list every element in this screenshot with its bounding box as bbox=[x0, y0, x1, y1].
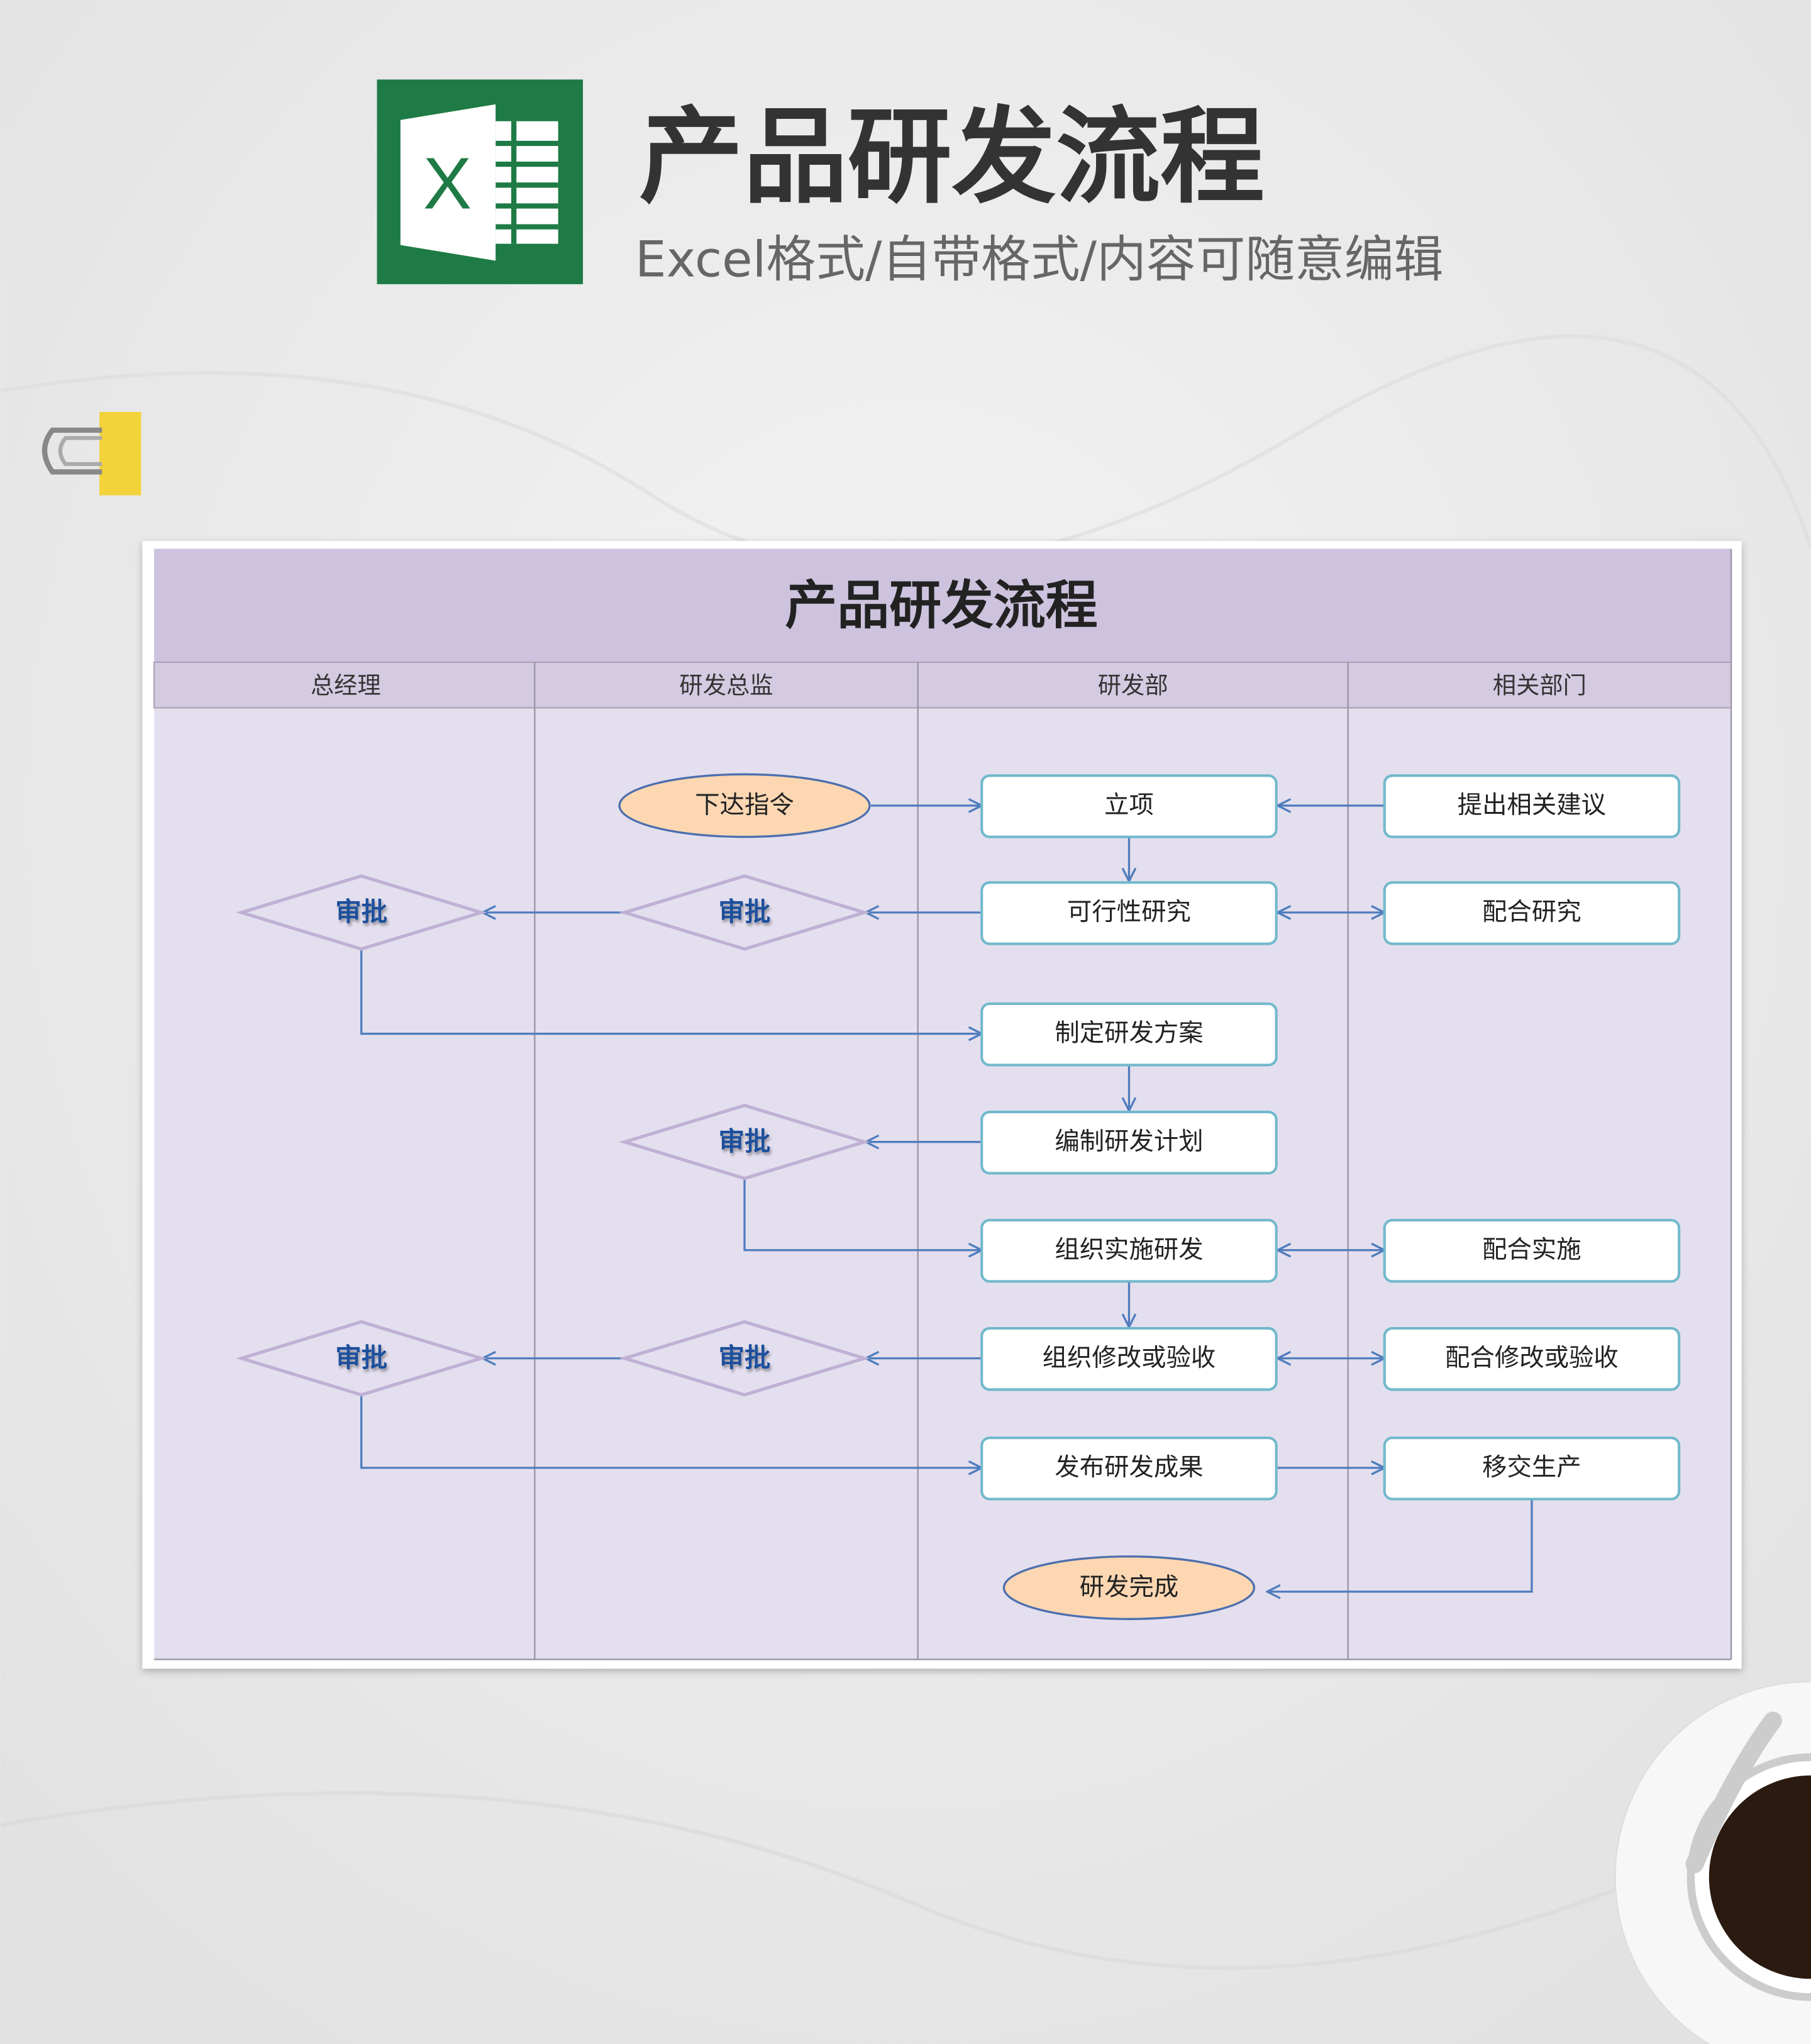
node-coop-revise[interactable]: 配合修改或验收 bbox=[1383, 1327, 1681, 1391]
svg-text:立项: 立项 bbox=[1104, 791, 1154, 819]
approve-diamond-director-3[interactable]: 审批 bbox=[619, 1320, 870, 1397]
approve-diamond-gm-2[interactable]: 审批 bbox=[236, 1320, 487, 1397]
node-publish[interactable]: 发布研发成果 bbox=[980, 1436, 1278, 1501]
svg-text:配合修改或验收: 配合修改或验收 bbox=[1445, 1343, 1619, 1372]
svg-text:研发完成: 研发完成 bbox=[1080, 1573, 1179, 1602]
node-plan-scheme[interactable]: 制定研发方案 bbox=[980, 1002, 1278, 1067]
lane-header-related-dept: 相关部门 bbox=[1493, 672, 1587, 699]
svg-text:提出相关建议: 提出相关建议 bbox=[1458, 791, 1606, 819]
svg-text:移交生产: 移交生产 bbox=[1482, 1453, 1581, 1482]
svg-text:组织实施研发: 组织实施研发 bbox=[1055, 1235, 1203, 1264]
svg-text:配合研究: 配合研究 bbox=[1482, 897, 1581, 926]
sheet-title-band bbox=[154, 548, 1732, 662]
node-end[interactable]: 研发完成 bbox=[1002, 1555, 1256, 1620]
lane-header-rd-director: 研发总监 bbox=[679, 672, 773, 699]
binder-clip-icon bbox=[42, 411, 141, 496]
node-lixiang[interactable]: 立项 bbox=[980, 774, 1278, 838]
node-start[interactable]: 下达指令 bbox=[618, 773, 871, 838]
node-plan-schedule[interactable]: 编制研发计划 bbox=[980, 1110, 1278, 1175]
node-feasibility[interactable]: 可行性研究 bbox=[980, 881, 1278, 945]
svg-text:X: X bbox=[423, 143, 472, 225]
svg-text:可行性研究: 可行性研究 bbox=[1067, 897, 1191, 926]
svg-text:下达指令: 下达指令 bbox=[695, 791, 794, 819]
node-implement[interactable]: 组织实施研发 bbox=[980, 1218, 1278, 1283]
svg-text:审批: 审批 bbox=[719, 897, 771, 927]
svg-text:审批: 审批 bbox=[719, 1126, 771, 1157]
node-transfer[interactable]: 移交生产 bbox=[1383, 1436, 1681, 1501]
banner-title: 产品研发流程 bbox=[639, 97, 1265, 218]
coffee-cup-decoration bbox=[1614, 1680, 1811, 2044]
node-revise[interactable]: 组织修改或验收 bbox=[980, 1327, 1278, 1391]
svg-text:审批: 审批 bbox=[719, 1343, 771, 1373]
approve-diamond-director-1[interactable]: 审批 bbox=[619, 874, 870, 951]
sheet-title: 产品研发流程 bbox=[785, 574, 1097, 636]
approve-diamond-director-2[interactable]: 审批 bbox=[619, 1103, 870, 1180]
banner-subtitle: Excel格式/自带格式/内容可随意编辑 bbox=[635, 230, 1443, 288]
svg-text:审批: 审批 bbox=[335, 1343, 387, 1373]
approve-diamond-gm-1[interactable]: 审批 bbox=[236, 874, 487, 951]
svg-text:编制研发计划: 编制研发计划 bbox=[1055, 1127, 1203, 1156]
node-suggest[interactable]: 提出相关建议 bbox=[1383, 774, 1681, 838]
connectors bbox=[360, 806, 1533, 1592]
svg-text:发布研发成果: 发布研发成果 bbox=[1055, 1453, 1203, 1482]
lane-header-row bbox=[153, 661, 1732, 709]
lane-header-rd-dept: 研发部 bbox=[1098, 672, 1168, 699]
lane-header-general-manager: 总经理 bbox=[311, 672, 381, 699]
svg-text:制定研发方案: 制定研发方案 bbox=[1055, 1019, 1203, 1048]
svg-text:审批: 审批 bbox=[335, 897, 387, 927]
node-coop-implement[interactable]: 配合实施 bbox=[1383, 1218, 1681, 1283]
node-coop-research[interactable]: 配合研究 bbox=[1383, 881, 1681, 945]
excel-logo-icon: X bbox=[377, 79, 584, 284]
svg-text:组织修改或验收: 组织修改或验收 bbox=[1043, 1343, 1216, 1372]
svg-text:配合实施: 配合实施 bbox=[1482, 1235, 1581, 1264]
